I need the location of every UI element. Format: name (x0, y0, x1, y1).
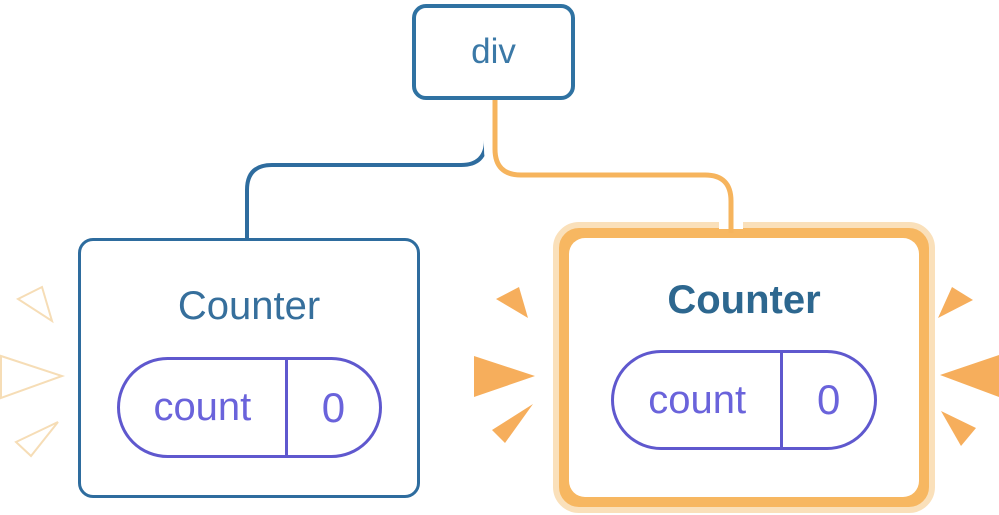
spark-icon (14, 421, 59, 458)
spark-icon (938, 287, 973, 318)
state-value: 0 (321, 383, 346, 431)
spark-icon (492, 404, 533, 443)
state-key: count (648, 377, 747, 422)
root-node-label: div (471, 32, 516, 71)
sparks-right-counter-left (474, 287, 535, 443)
state-pill-divider (780, 353, 784, 447)
sparks-left-counter (0, 285, 66, 458)
state-pill: count 0 (116, 357, 382, 458)
spark-icon (15, 285, 54, 324)
connector-core-stub (728, 220, 734, 233)
root-node-div: div (412, 4, 575, 100)
spark-icon (474, 356, 535, 397)
state-pill-divider (285, 360, 289, 455)
edge-root-to-right-counter (492, 100, 734, 226)
spark-icon (941, 411, 976, 446)
counter-card-right: Counter count 0 (569, 238, 919, 497)
counter-title: Counter (177, 284, 321, 328)
spark-icon (940, 355, 999, 397)
counter-card-left: Counter count 0 (78, 238, 420, 498)
state-pill: count 0 (611, 350, 877, 450)
state-value: 0 (817, 376, 841, 423)
spark-icon (0, 354, 66, 400)
counter-title: Counter (667, 278, 821, 322)
sparks-right-counter-right (938, 287, 999, 446)
spark-icon (496, 287, 528, 318)
counter-card-right-highlight-ring: Counter count 0 (553, 222, 935, 513)
state-key: count (153, 385, 252, 429)
